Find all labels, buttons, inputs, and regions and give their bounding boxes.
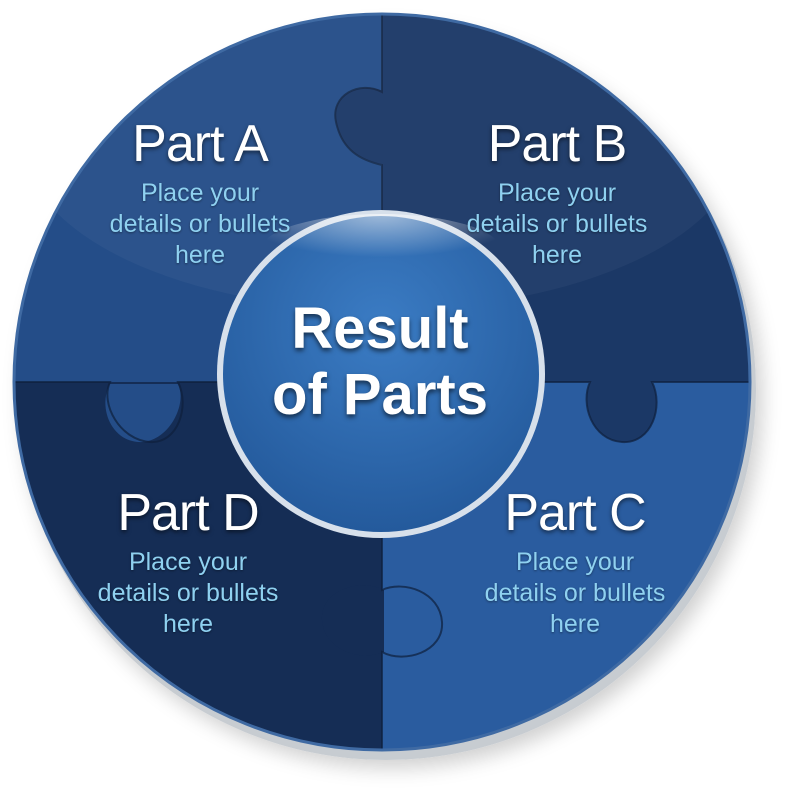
part-a-block: Part A Place your details or bullets her…: [70, 116, 330, 271]
center-label: Result of Parts: [230, 296, 530, 428]
part-d-title: Part D: [117, 484, 259, 542]
circle-rim: [12, 12, 752, 752]
part-d-block: Part D Place your details or bullets her…: [58, 485, 318, 640]
puzzle-tab-d: [321, 585, 384, 656]
part-d-description: Place your details or bullets here: [97, 548, 279, 638]
puzzle-tab-bc: [586, 382, 657, 443]
part-c-block: Part C Place your details or bullets her…: [445, 485, 705, 640]
center-badge: [223, 216, 539, 532]
center-badge-gloss: [261, 214, 501, 286]
part-b-title: Part B: [487, 115, 628, 173]
puzzle-tab-a: [105, 384, 181, 443]
part-c-description: Place your details or bullets here: [484, 548, 666, 638]
center-label-line1: Result: [291, 296, 469, 361]
center-label-line2: of Parts: [272, 362, 488, 427]
part-b-description: Place your details or bullets here: [466, 179, 648, 269]
part-b-block: Part B Place your details or bullets her…: [427, 116, 687, 271]
part-a-title: Part A: [132, 115, 269, 173]
part-a-description: Place your details or bullets here: [109, 179, 291, 269]
part-c-title: Part C: [504, 484, 646, 542]
